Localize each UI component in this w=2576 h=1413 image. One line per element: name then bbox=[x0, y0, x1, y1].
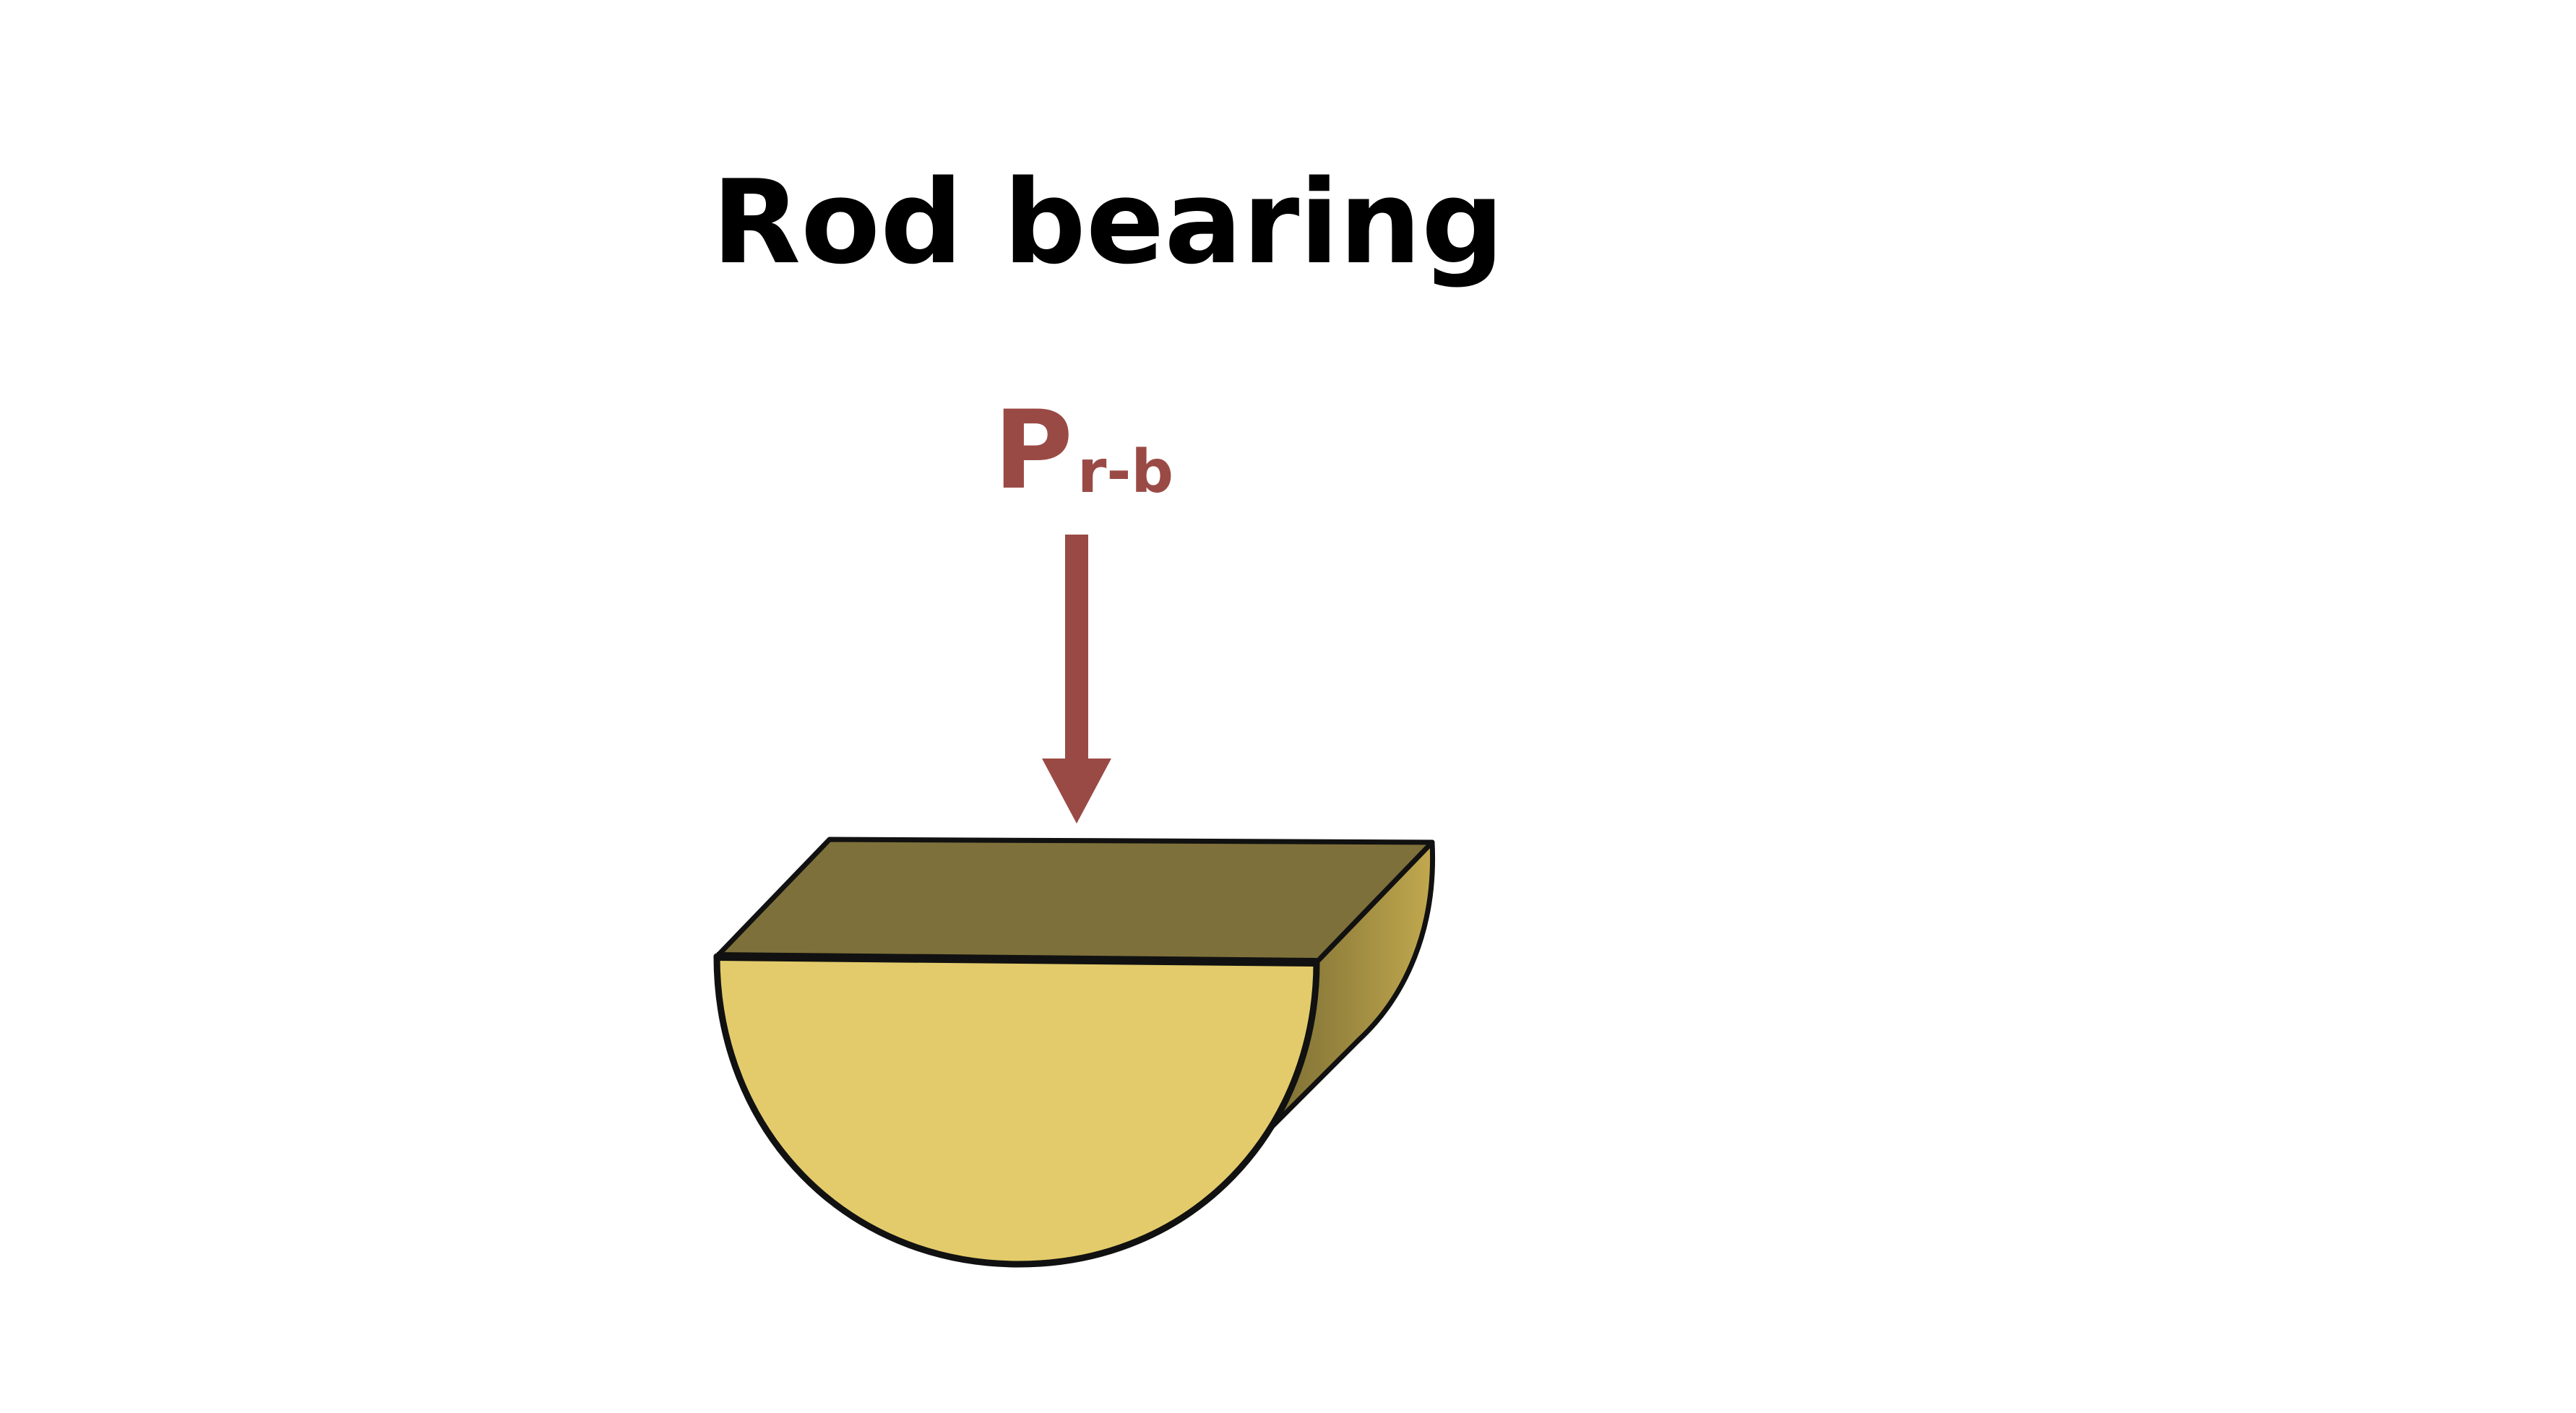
bearing-top-face bbox=[714, 837, 1435, 965]
bearing-block bbox=[713, 837, 1436, 1268]
force-symbol: P bbox=[994, 388, 1073, 514]
bearing-front-top-edge bbox=[716, 952, 1317, 967]
bearing-front-face bbox=[713, 953, 1320, 1268]
force-arrow bbox=[1042, 535, 1111, 824]
force-arrow-head bbox=[1042, 759, 1111, 824]
diagram-title: Rod bearing bbox=[712, 155, 1504, 290]
force-subscript: r-b bbox=[1077, 438, 1173, 506]
force-arrow-shaft bbox=[1065, 535, 1088, 762]
force-label: Pr-b bbox=[994, 388, 1173, 514]
